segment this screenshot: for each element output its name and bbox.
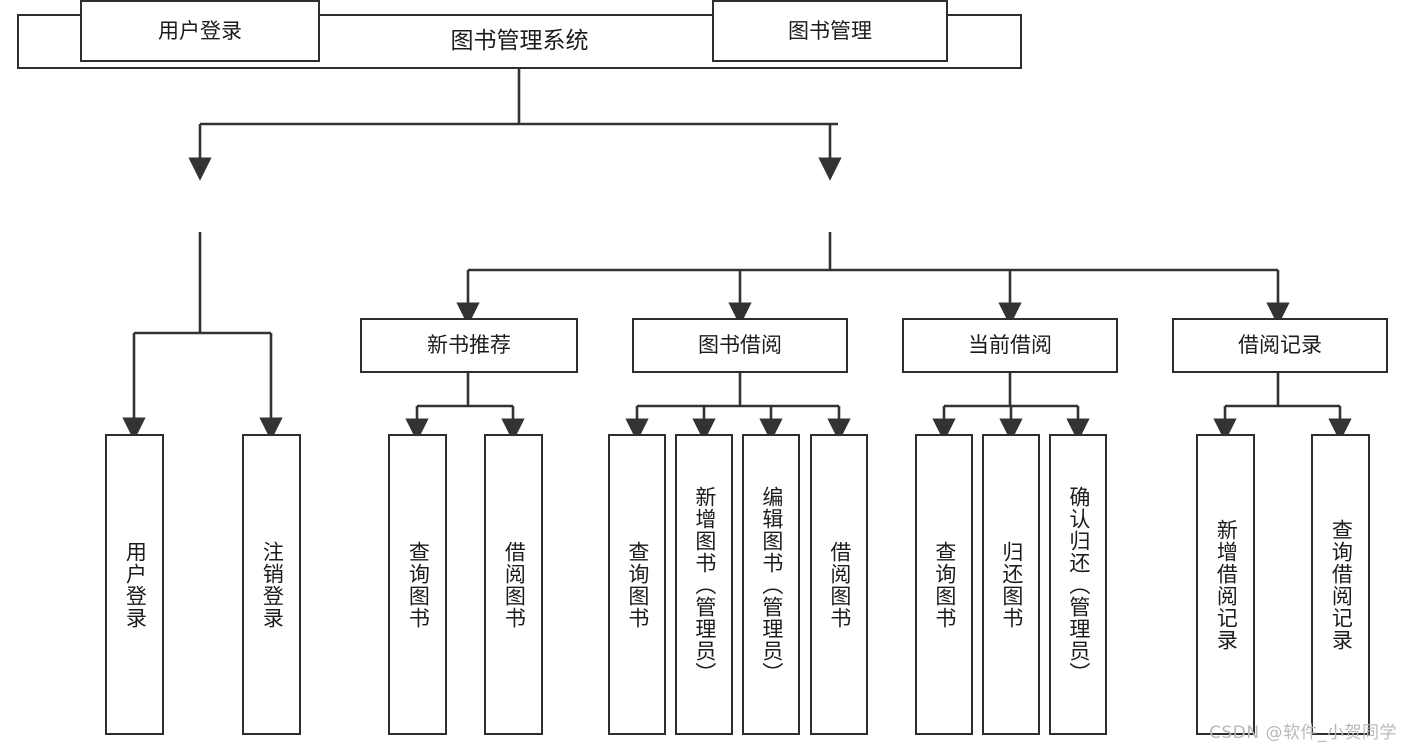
node-book-management[interactable]: 图书管理 (712, 0, 948, 62)
node-label: 当前借阅 (968, 333, 1052, 358)
leaf-current-borrow-return[interactable]: 归还图书 (982, 434, 1040, 735)
node-label: 确认归还（管理员） (1066, 485, 1091, 684)
leaf-borrow-record-add[interactable]: 新增借阅记录 (1196, 434, 1255, 735)
node-label: 查询图书 (625, 540, 650, 629)
csdn-watermark: CSDN @软件_小贺同学 (1209, 723, 1397, 743)
node-new-book-recommend[interactable]: 新书推荐 (360, 318, 578, 373)
leaf-new-book-borrow[interactable]: 借阅图书 (484, 434, 543, 735)
node-label: 借阅记录 (1238, 333, 1322, 358)
node-label: 图书借阅 (698, 333, 782, 358)
node-book-borrow[interactable]: 图书借阅 (632, 318, 848, 373)
leaf-book-borrow-edit[interactable]: 编辑图书（管理员） (742, 434, 800, 735)
node-label: 注销登录 (260, 540, 285, 629)
node-label: 查询图书 (932, 540, 957, 629)
leaf-book-borrow-borrow[interactable]: 借阅图书 (810, 434, 868, 735)
node-label: 查询借阅记录 (1329, 518, 1354, 651)
leaf-user-login-signout[interactable]: 注销登录 (242, 434, 301, 735)
node-label: 借阅图书 (827, 540, 852, 629)
leaf-user-login-signin[interactable]: 用户登录 (105, 434, 164, 735)
leaf-book-borrow-query[interactable]: 查询图书 (608, 434, 666, 735)
node-label: 图书管理系统 (450, 27, 589, 54)
node-label: 用户登录 (123, 540, 148, 629)
leaf-current-borrow-confirm-return[interactable]: 确认归还（管理员） (1049, 434, 1107, 735)
leaf-current-borrow-query[interactable]: 查询图书 (915, 434, 973, 735)
node-borrow-record[interactable]: 借阅记录 (1172, 318, 1388, 373)
node-label: 用户登录 (158, 18, 242, 43)
node-label: 新增借阅记录 (1214, 518, 1239, 651)
leaf-book-borrow-add[interactable]: 新增图书（管理员） (675, 434, 733, 735)
node-label: 归还图书 (999, 540, 1024, 629)
node-current-borrow[interactable]: 当前借阅 (902, 318, 1118, 373)
leaf-new-book-query[interactable]: 查询图书 (388, 434, 447, 735)
node-label: 图书管理 (788, 18, 872, 43)
node-user-login[interactable]: 用户登录 (80, 0, 320, 62)
leaf-borrow-record-query[interactable]: 查询借阅记录 (1311, 434, 1370, 735)
node-label: 编辑图书（管理员） (759, 485, 784, 684)
node-label: 新增图书（管理员） (692, 485, 717, 684)
node-label: 借阅图书 (502, 540, 527, 629)
node-label: 查询图书 (406, 540, 431, 629)
node-label: 新书推荐 (427, 333, 511, 358)
